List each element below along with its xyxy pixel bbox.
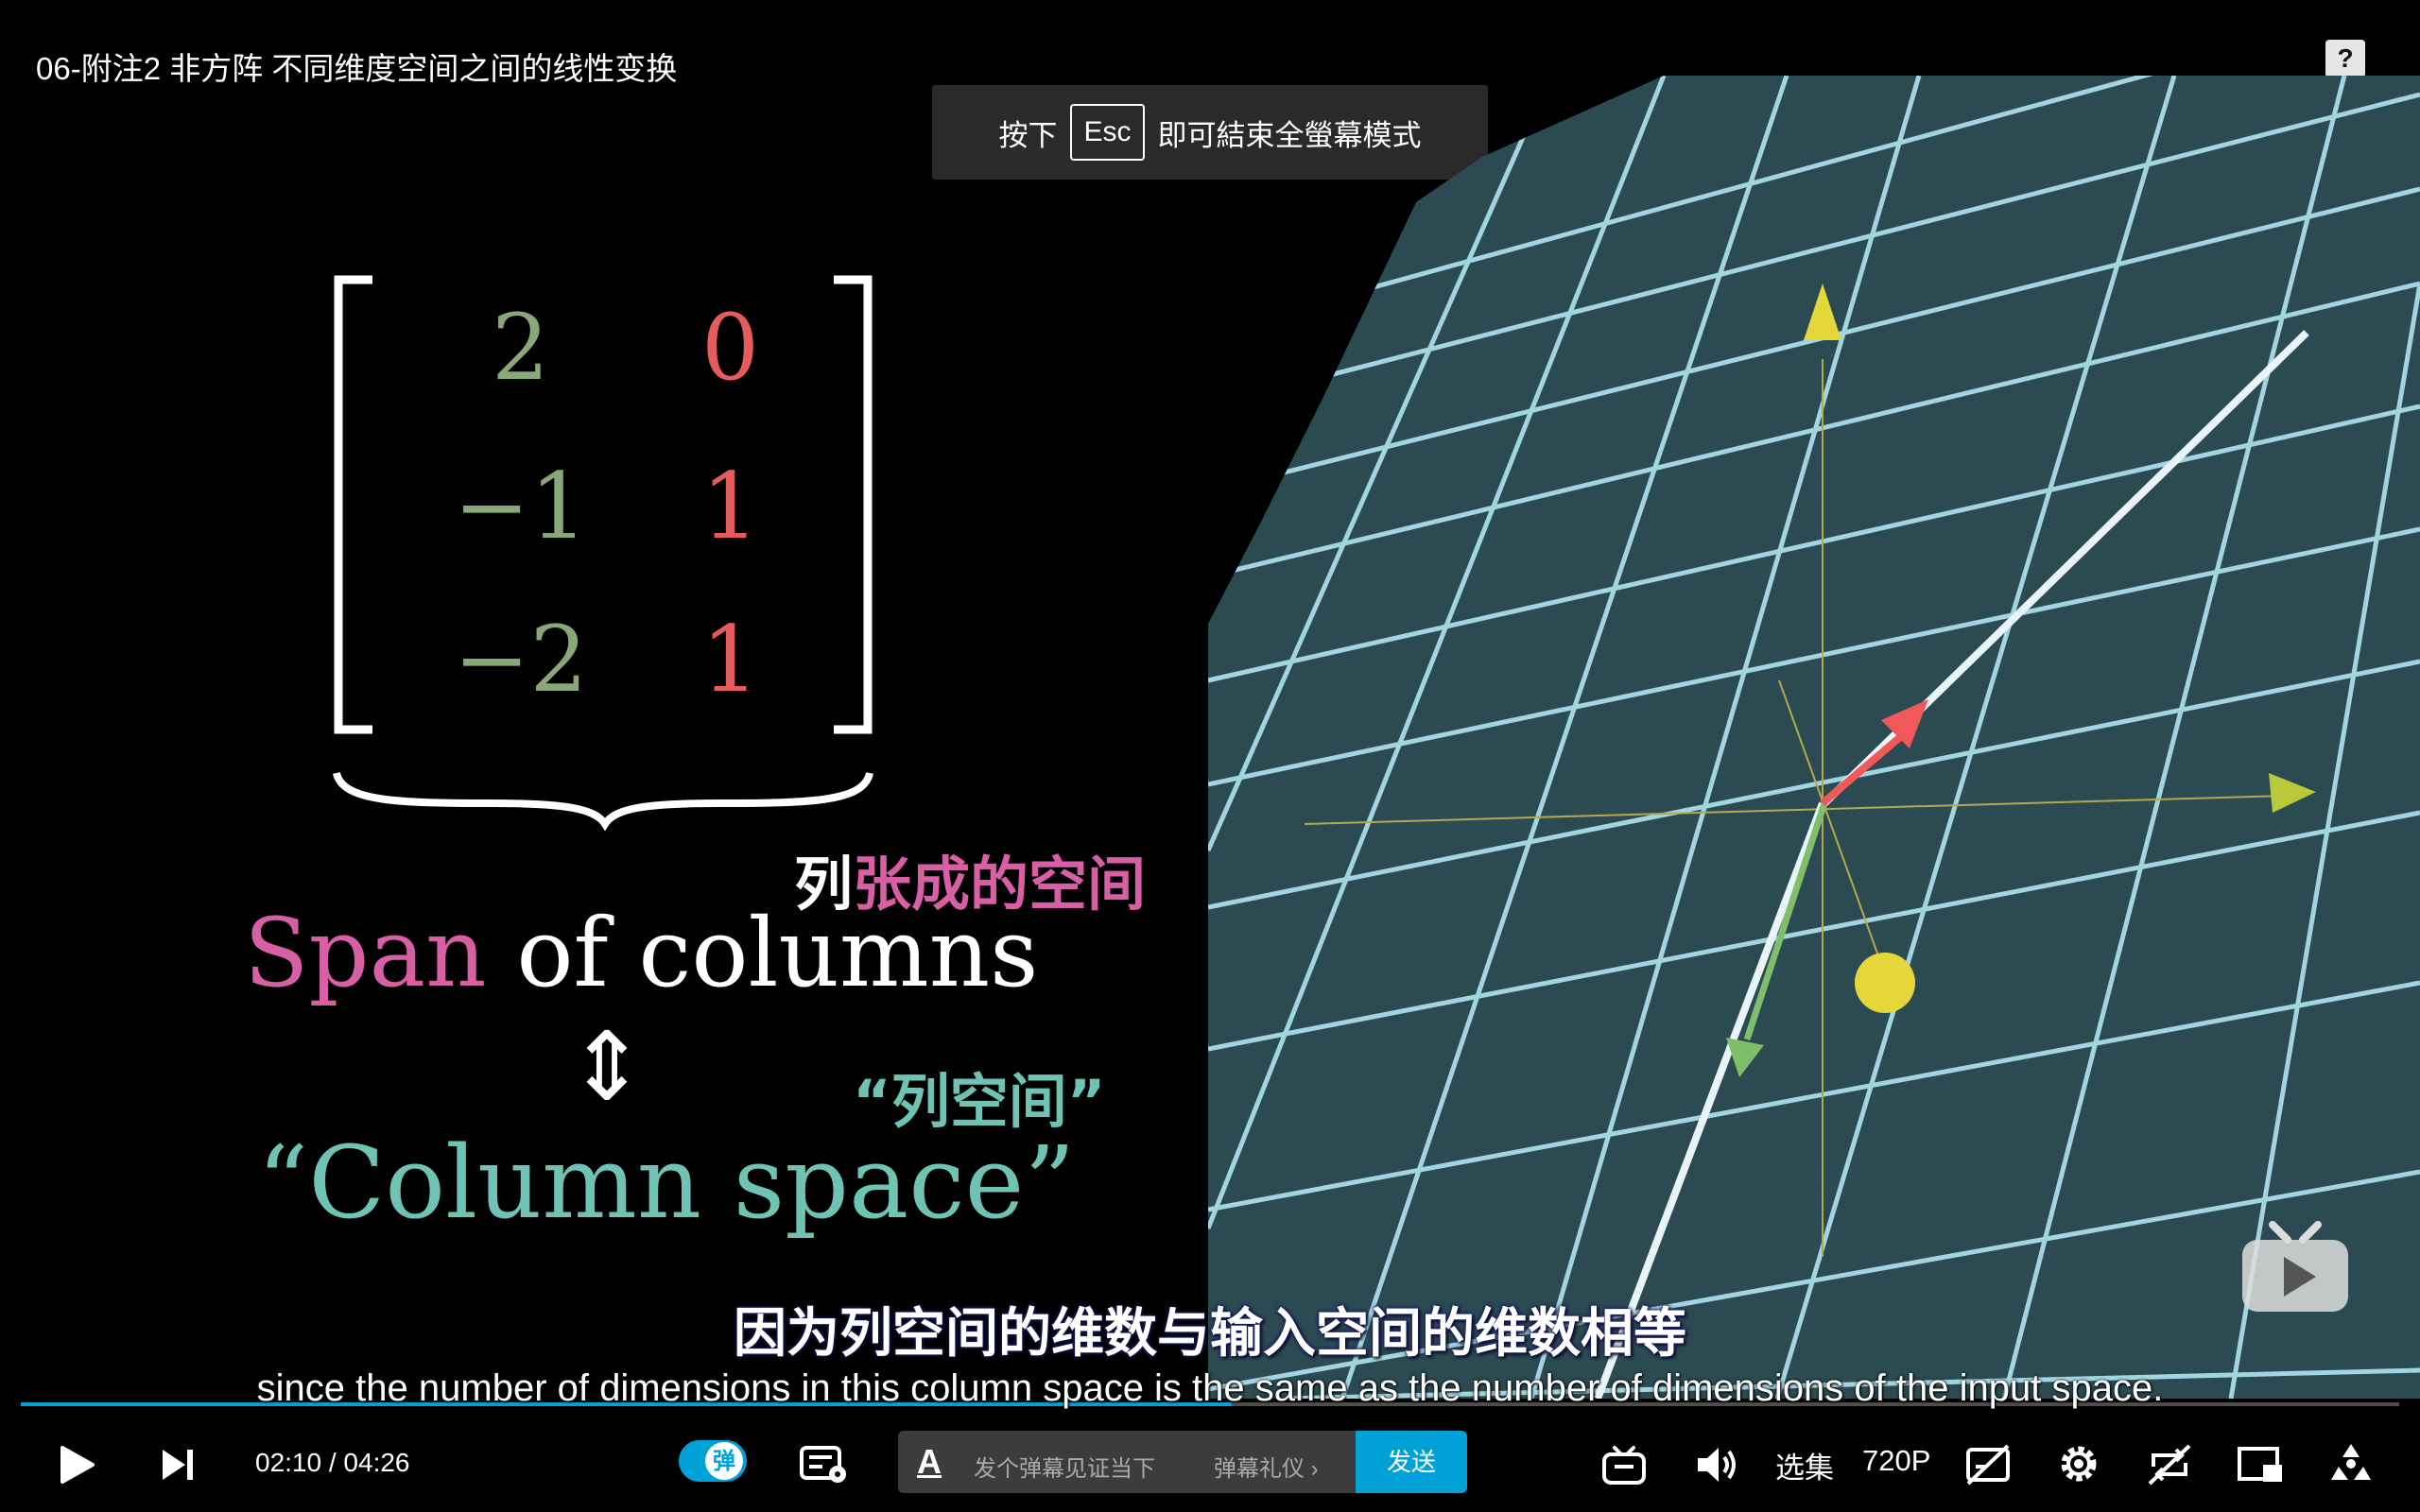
time-display: 02:10 / 04:26: [255, 1448, 410, 1477]
danmaku-settings-icon[interactable]: [800, 1446, 849, 1486]
fullscreen-exit-toast: 按下 Esc 即可結束全螢幕模式: [932, 85, 1488, 180]
span-chinese-label: 列张成的空间: [794, 850, 1147, 919]
fullscreen-icon[interactable]: [2327, 1440, 2375, 1487]
video-title: 06-附注2 非方阵 不同维度空间之间的线性变换: [36, 51, 678, 86]
subtitle-off-icon[interactable]: [1964, 1444, 2012, 1486]
loop-off-icon[interactable]: [2146, 1444, 2193, 1486]
esc-key: Esc: [1070, 104, 1145, 161]
subtitle-chinese: 因为列空间的维数与输入空间的维数相等: [734, 1303, 1686, 1365]
episodes-button[interactable]: 选集: [1775, 1452, 1834, 1485]
matrix-entry: 2: [492, 295, 550, 401]
double-arrow-icon: ⇕: [567, 1011, 647, 1122]
curly-brace: [333, 771, 873, 832]
danmaku-placeholder: 发个弹幕见证当下: [974, 1456, 1155, 1482]
3d-plane-scene: [1208, 76, 2420, 1399]
send-button[interactable]: 发送: [1356, 1431, 1467, 1493]
danmaku-etiquette-link[interactable]: 弹幕礼仪 ›: [1214, 1456, 1319, 1482]
matrix-entry: 0: [701, 295, 760, 401]
help-icon[interactable]: ?: [2325, 40, 2365, 85]
toast-prefix: 按下: [998, 118, 1058, 152]
progress-fill: [21, 1402, 1232, 1406]
play-icon[interactable]: [55, 1444, 96, 1486]
matrix-entry: −2: [454, 607, 588, 713]
control-bar: 02:10 / 04:26 弹 A 发个弹幕见证当下 弹幕礼仪 › 发送: [0, 1418, 2420, 1512]
tv-logo-icon: [2242, 1221, 2348, 1312]
progress-bar[interactable]: [21, 1402, 2399, 1406]
quality-button[interactable]: 720P: [1862, 1444, 1931, 1477]
matrix-entry: −1: [454, 454, 588, 559]
subtitle-english: since the number of dimensions in this c…: [256, 1367, 2164, 1409]
matrix-entry: 1: [701, 454, 760, 559]
danmaku-toggle[interactable]: 弹: [679, 1440, 747, 1482]
toast-suffix: 即可結束全螢幕模式: [1157, 118, 1422, 152]
text-style-icon[interactable]: A: [917, 1442, 942, 1481]
danmaku-input[interactable]: A 发个弹幕见证当下 弹幕礼仪 ›: [898, 1431, 1356, 1493]
current-time: 02:10: [255, 1448, 322, 1477]
widescreen-icon[interactable]: [2237, 1444, 2286, 1486]
column-space-chinese-label: “列空间”: [853, 1067, 1106, 1136]
danmaku-toggle-knob: 弹: [705, 1442, 743, 1480]
span-of-columns: Span of columns: [244, 898, 1039, 1008]
column-space-label: “Column space”: [257, 1125, 1076, 1241]
matrix-brackets: [333, 275, 873, 832]
next-icon[interactable]: [159, 1446, 197, 1484]
settings-icon[interactable]: [2057, 1442, 2100, 1486]
matrix-entry: 1: [701, 607, 760, 713]
volume-icon[interactable]: [1694, 1444, 1739, 1486]
mini-player-icon[interactable]: [1601, 1444, 1647, 1486]
duration: 04:26: [343, 1448, 410, 1477]
